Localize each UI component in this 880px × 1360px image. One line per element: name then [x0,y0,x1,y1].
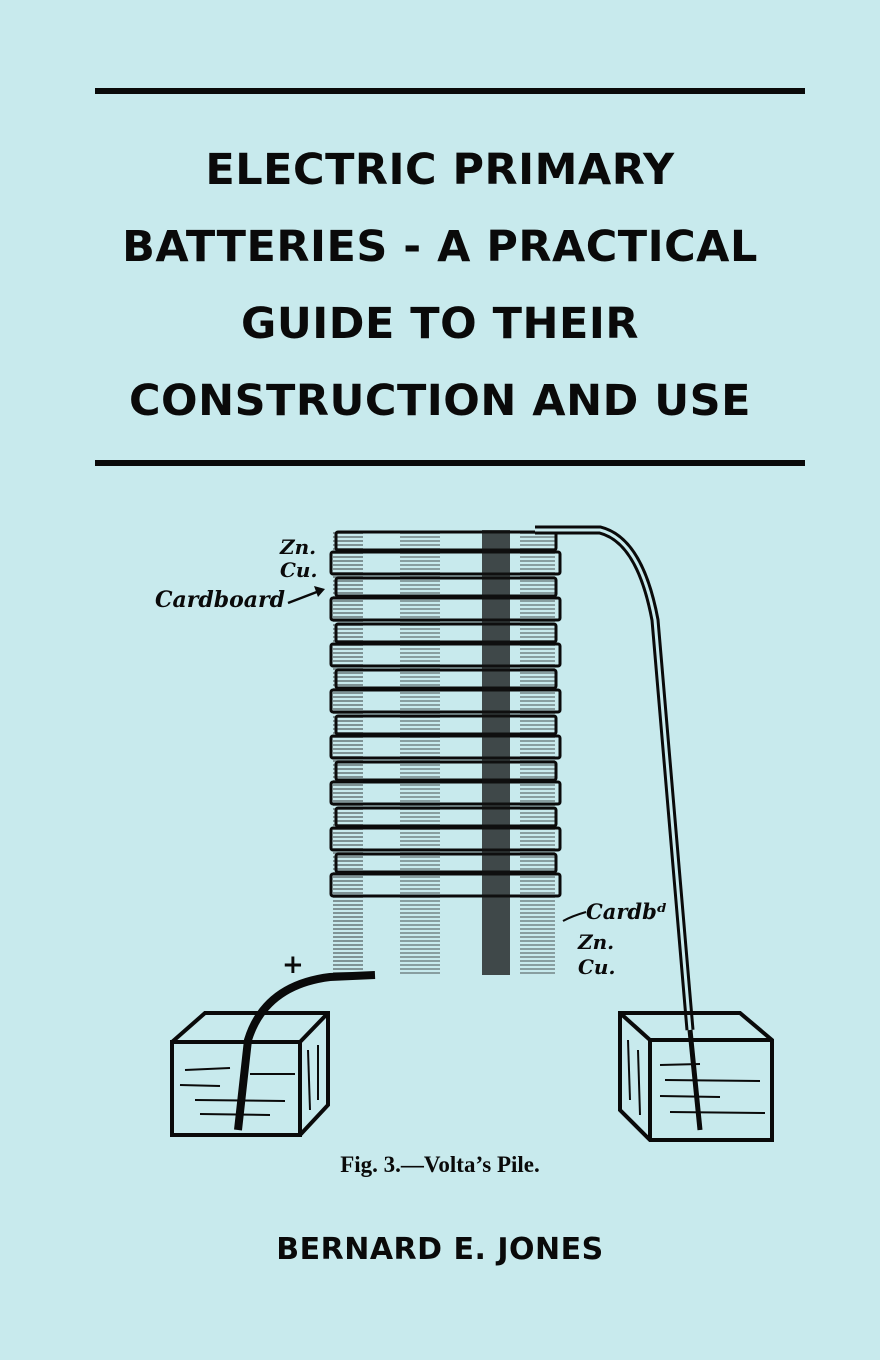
left-cup [170,1011,330,1137]
left-wire [234,971,376,1131]
author-name: BERNARD E. JONES [276,1232,604,1267]
title-line-1: ELECTRIC PRIMARY [205,145,675,195]
stack-shading-edge [333,530,363,975]
figure-caption: Fig. 3.—Volta’s Pile. [340,1152,540,1177]
stack-shading-left [400,530,440,975]
stack-shading-center [482,530,510,975]
book-title: ELECTRIC PRIMARY BATTERIES - A PRACTICAL… [60,132,820,440]
label-zn-top: Zn. [280,535,317,559]
label-cardboard: Cardboard [155,587,286,613]
right-cup [618,1011,774,1142]
top-rule [95,88,805,94]
bottom-rule [95,460,805,466]
label-cardboard-bottom: Cardbᵈ [586,899,668,924]
label-zn-bottom: Zn. [578,930,615,954]
volta-pile-illustration [170,525,774,1142]
title-line-2: BATTERIES - A PRACTICAL [122,222,758,272]
title-line-4: CONSTRUCTION AND USE [128,376,751,426]
stack-shading-right [520,530,555,975]
title-line-3: GUIDE TO THEIR [241,299,639,349]
bottom-cardboard-line [562,911,587,922]
label-cu-bottom: Cu. [578,955,616,979]
label-plus: + [282,950,304,980]
label-cu-top: Cu. [280,558,318,582]
